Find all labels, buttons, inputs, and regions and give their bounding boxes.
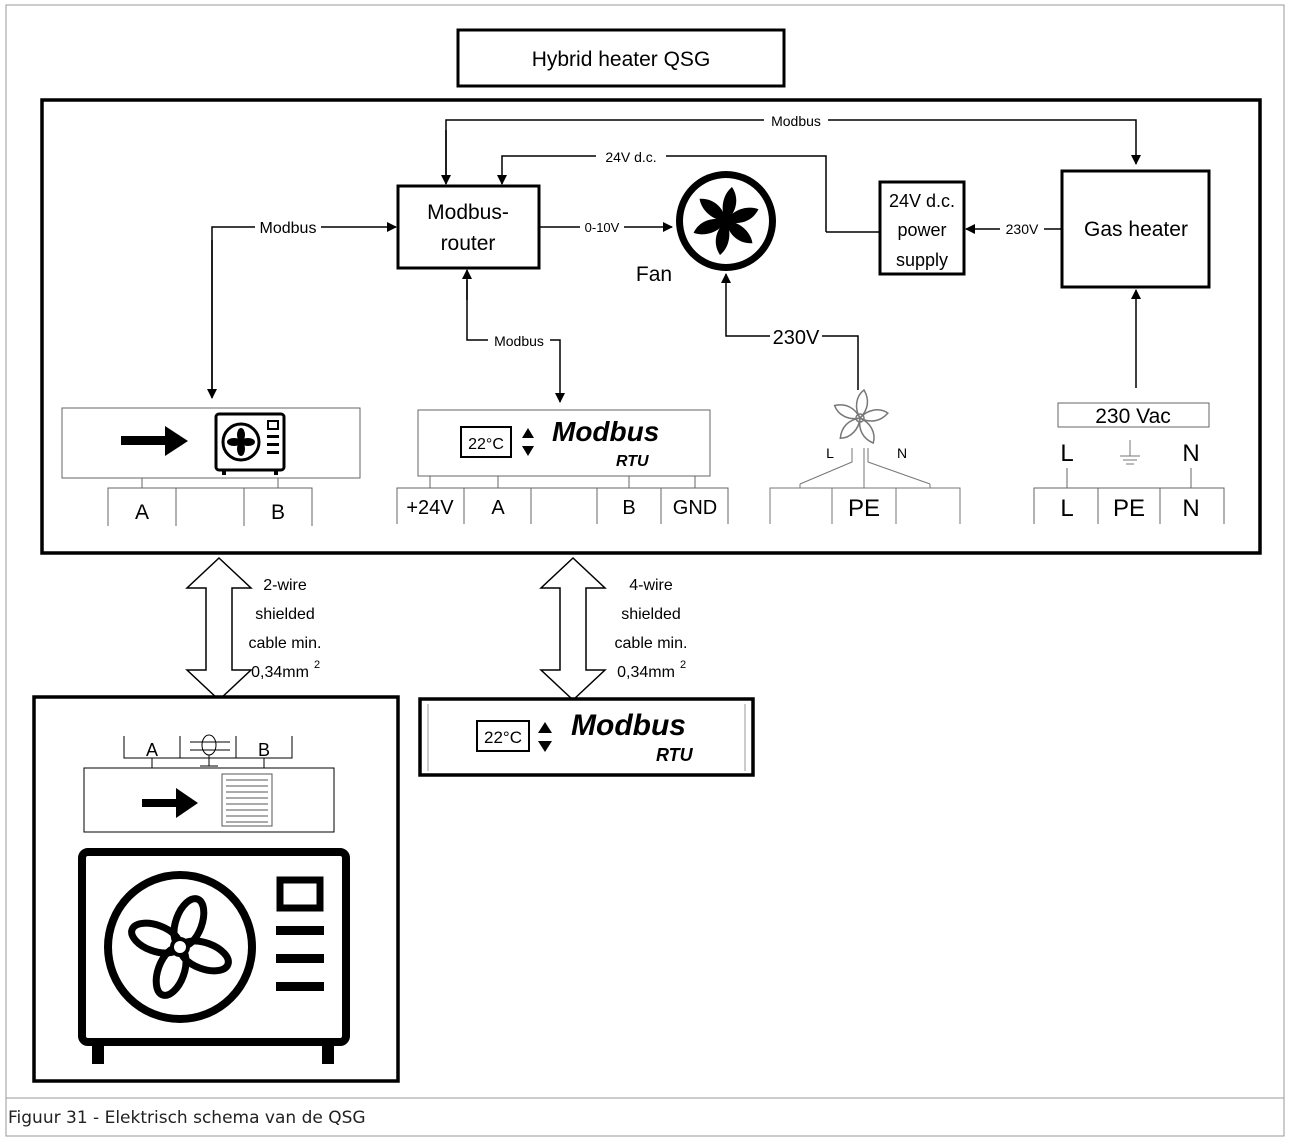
fan-label: Fan (636, 263, 672, 286)
rtu-display (460, 426, 512, 458)
external-rtu-protocol: RTU (656, 745, 694, 765)
psu-label-2: power (897, 220, 946, 240)
rtu-cable-line-2: shielded (621, 606, 681, 623)
heater-enclosure (40, 98, 1262, 555)
heatpump-cable-arrow (185, 556, 253, 702)
heatpump-terminal-a: A (135, 501, 149, 524)
rtu-terminal-block (396, 476, 729, 524)
gas-heater (1060, 169, 1211, 289)
rtu-terminal-gnd: GND (673, 497, 717, 519)
air-grille-icon (221, 773, 273, 827)
rtu-cable-line-3: cable min. (615, 635, 688, 652)
mains-terminal-n: N (1182, 495, 1199, 522)
fan-motor-icon (833, 388, 889, 445)
mains-terminal-l: L (1060, 495, 1073, 522)
psu-label-3: supply (896, 250, 948, 270)
rtu-cable-line-4: 0,34mm (617, 664, 675, 681)
rtu-cable-sup: 2 (680, 659, 686, 671)
heatpump-terminal-block (107, 478, 313, 526)
modbus-top-label: Modbus (771, 113, 821, 129)
outdoor-terminal-b: B (258, 740, 270, 760)
modbus-top-line (445, 119, 1141, 183)
arrow-right-icon (121, 426, 188, 456)
arrow-right-icon-2 (142, 788, 198, 818)
external-down-arrow-icon (538, 741, 552, 752)
rtu-protocol: RTU (616, 453, 649, 470)
fan-wire-l: L (826, 445, 834, 461)
outdoor-unit-small-icon (214, 412, 286, 475)
external-rtu-display (476, 720, 530, 752)
fan-terminal-pe: PE (848, 495, 880, 522)
down-arrow-icon (522, 446, 534, 456)
rtu-brand: Modbus (552, 416, 659, 447)
rtu-cable-arrow (539, 556, 607, 702)
heat-pump-icon (78, 848, 350, 1064)
router-label-2: router (441, 232, 496, 255)
heatpump-cable-sup: 2 (314, 659, 320, 671)
fan-power-label: 230V (773, 327, 820, 349)
router-label-1: Modbus- (427, 201, 509, 224)
rtu-terminal-24v: +24V (406, 497, 454, 519)
title-box (456, 28, 786, 88)
title-text: Hybrid heater QSG (532, 48, 711, 71)
external-rtu-brand: Modbus (571, 709, 686, 742)
mains-n-label: N (1182, 440, 1199, 467)
outdoor-terminal-a: A (146, 740, 158, 760)
rtu-terminal-a: A (491, 497, 505, 519)
modbus-router (396, 184, 541, 270)
heatpump-cable-line-4: 0,34mm (251, 664, 309, 681)
rtu-temp: 22°C (468, 436, 504, 453)
mains-supply-label: 230 Vac (1095, 405, 1171, 428)
psu-label-1: 24V d.c. (889, 191, 955, 211)
outdoor-unit-panel (83, 767, 335, 833)
dc-line (497, 155, 827, 232)
mains-supply-box (1057, 402, 1210, 428)
psu-power-label: 230V (1006, 221, 1039, 237)
mains-terminal-pe: PE (1113, 495, 1145, 522)
modbus-mid-label: Modbus (494, 333, 544, 349)
mains-terminal-block (1033, 468, 1225, 524)
gas-heater-label: Gas heater (1084, 218, 1188, 241)
heatpump-terminal-b: B (271, 501, 285, 524)
external-rtu-temp: 22°C (484, 728, 522, 747)
fan-wires (769, 448, 961, 524)
fan-wire-n: N (897, 445, 907, 461)
modbus-left-line (211, 222, 397, 394)
modbus-left-label: Modbus (260, 220, 317, 237)
figure-caption: Figuur 31 - Elektrisch schema van de QSG (8, 1108, 366, 1128)
external-up-arrow-icon (538, 722, 552, 733)
mains-l-label: L (1060, 440, 1073, 467)
up-arrow-icon (522, 428, 534, 438)
external-rtu (418, 697, 755, 777)
rtu-cable-line-1: 4-wire (629, 577, 673, 594)
dc-line-label: 24V d.c. (605, 149, 656, 165)
outdoor-unit-terminals (123, 734, 293, 771)
signal-label: 0-10V (585, 220, 620, 235)
heatpump-cable-line-1: 2-wire (263, 577, 307, 594)
heatpump-cable-line-3: cable min. (249, 635, 322, 652)
earth-icon (1120, 440, 1140, 465)
heatpump-cable-line-2: shielded (255, 606, 315, 623)
fan-icon (676, 171, 776, 271)
rtu-terminal-b: B (622, 497, 635, 519)
power-supply (878, 180, 966, 276)
heatpump-interface (61, 407, 361, 479)
